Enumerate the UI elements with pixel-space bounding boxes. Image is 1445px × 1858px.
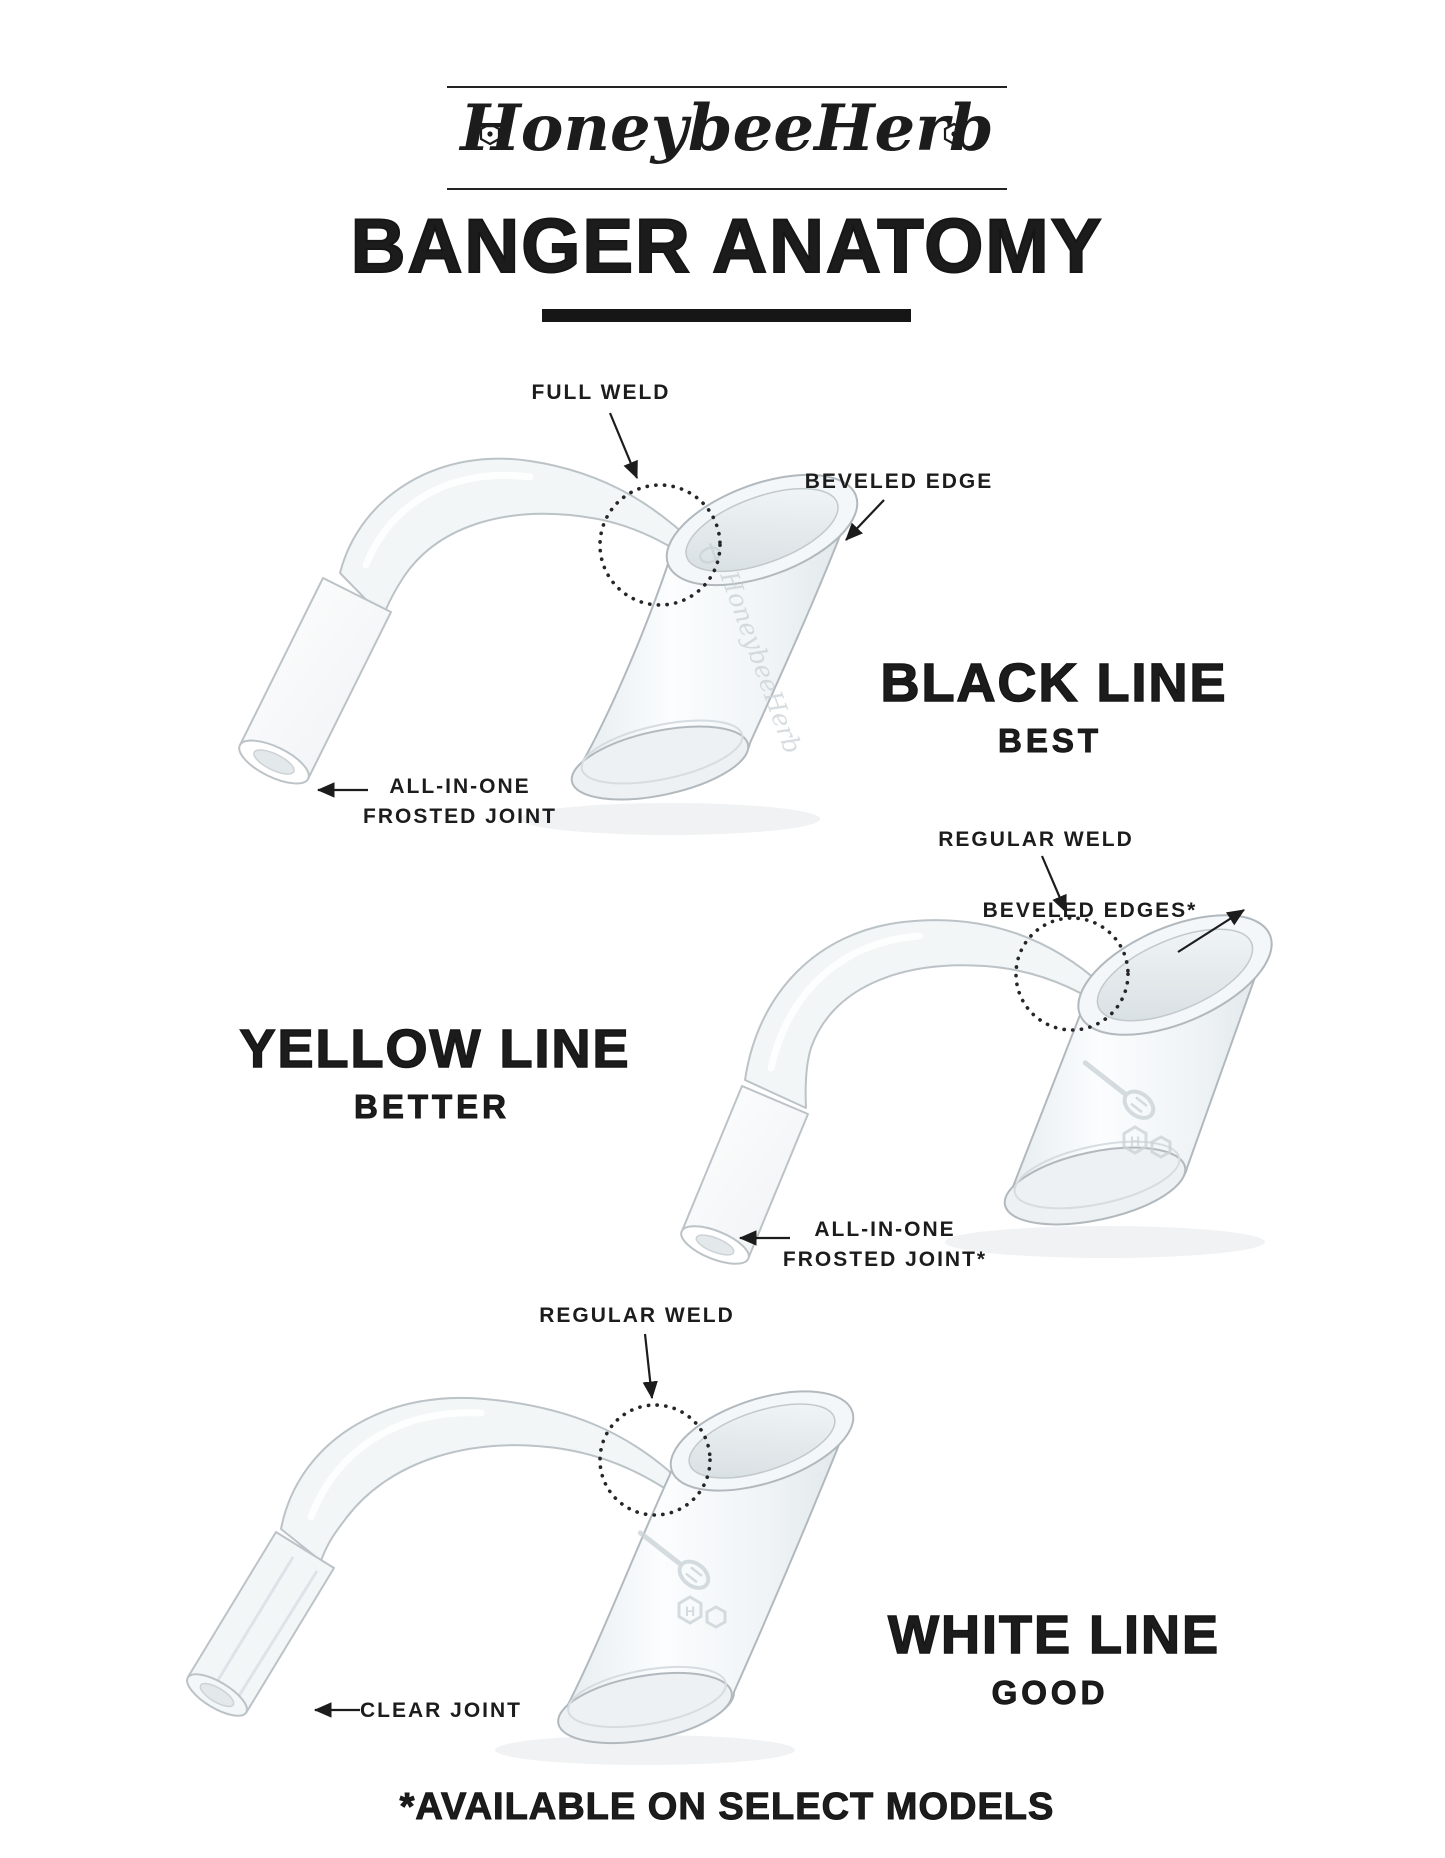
hexagon-icon — [479, 122, 501, 146]
hexagon-icon — [943, 122, 965, 146]
frosted-joint — [680, 1085, 809, 1265]
page-title: BANGER ANATOMY — [350, 204, 1104, 290]
full-weld-label: FULL WELD — [531, 381, 671, 404]
banger-neck — [280, 1396, 700, 1562]
svg-text:H: H — [685, 1603, 695, 1619]
frosted-joint-label-yellow: ALL-IN-ONE FROSTED JOINT* — [783, 1215, 987, 1275]
white-line-grade: GOOD — [991, 1674, 1109, 1712]
bucket-base — [1003, 1146, 1187, 1226]
yellow-line-heading: YELLOW LINE — [239, 1018, 631, 1080]
brand-logo: HoneybeeHerb — [460, 91, 994, 166]
black-line-heading: BLACK LINE — [880, 652, 1228, 714]
bucket-base — [570, 725, 750, 801]
regular-weld-label-yellow: REGULAR WELD — [938, 828, 1134, 851]
title-underline — [542, 309, 911, 322]
honey-dipper-icon — [1082, 1060, 1156, 1120]
frosted-joint-label-black: ALL-IN-ONE FROSTED JOINT — [363, 772, 557, 832]
joint-label-line1: ALL-IN-ONE — [814, 1218, 956, 1241]
neck-highlight — [362, 471, 534, 569]
beveled-edges-label: BEVELED EDGES* — [982, 899, 1198, 922]
banger-white-line-illustration: H — [186, 1390, 855, 1765]
bucket-shadow — [520, 803, 820, 835]
joint-label-line1: ALL-IN-ONE — [389, 775, 531, 798]
yellow-line-grade: BETTER — [354, 1088, 510, 1126]
clear-joint-label: CLEAR JOINT — [359, 1699, 523, 1722]
regular-weld-label-white: REGULAR WELD — [539, 1304, 735, 1327]
clear-joint — [186, 1531, 335, 1717]
svg-text:H: H — [1130, 1133, 1140, 1149]
availability-note: *AVAILABLE ON SELECT MODELS — [399, 1786, 1055, 1829]
hexagon-monogram-icon: H — [677, 1595, 727, 1629]
joint-label-line2: FROSTED JOINT* — [782, 1248, 988, 1271]
banger-bucket — [1003, 914, 1273, 1226]
neck-highlight — [307, 1409, 485, 1521]
header-rule-bottom — [447, 188, 1007, 190]
hexagon-monogram-icon: H — [1122, 1125, 1172, 1159]
glass-logo-watermark: H — [1082, 1060, 1172, 1159]
banger-bucket — [557, 1390, 855, 1745]
white-line-heading: WHITE LINE — [887, 1604, 1220, 1666]
beveled-edge-label: BEVELED EDGE — [804, 470, 994, 493]
bucket-shadow — [945, 1226, 1265, 1258]
bucket-shadow — [495, 1735, 795, 1765]
black-line-grade: BEST — [997, 722, 1103, 760]
honey-dipper-icon — [637, 1530, 711, 1590]
glass-logo-watermark: H — [637, 1530, 727, 1629]
frosted-joint — [238, 577, 392, 785]
header-rule-top — [447, 86, 1007, 88]
joint-label-line2: FROSTED JOINT — [362, 805, 558, 828]
neck-highlight — [767, 932, 923, 1072]
